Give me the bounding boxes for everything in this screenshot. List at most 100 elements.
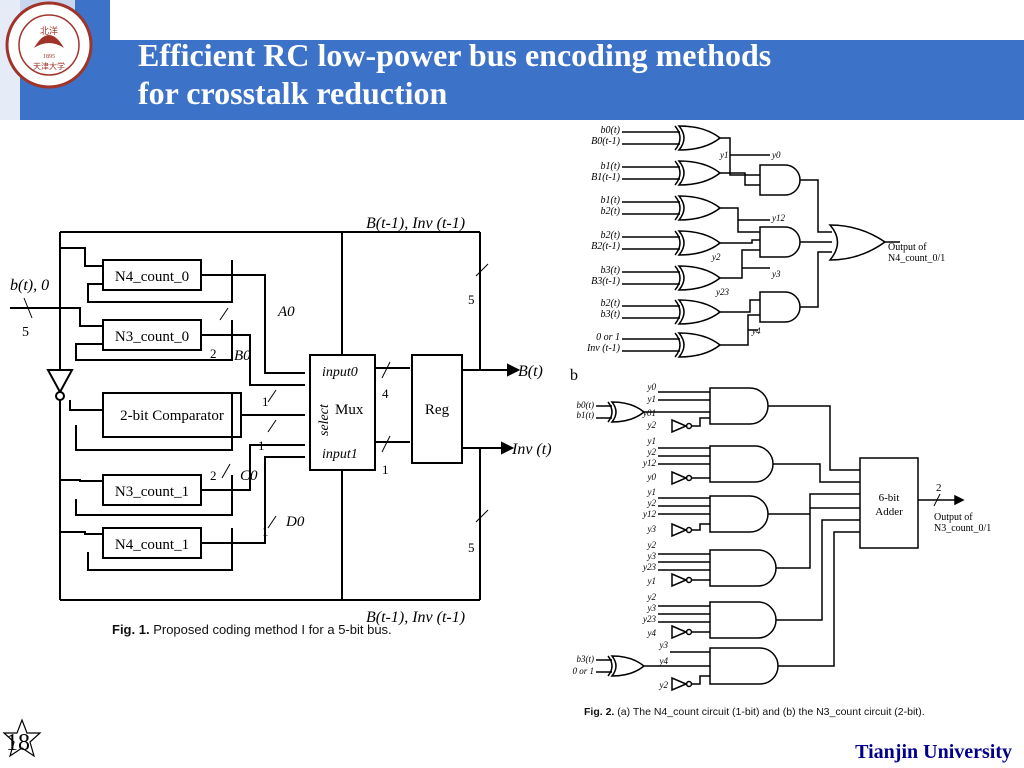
svg-text:b3(t): b3(t) <box>577 654 595 664</box>
svg-text:y23: y23 <box>642 562 656 572</box>
figure-1-block-diagram: b(t), 0 5 N4_count_0 N3_count_0 2-bit Co… <box>10 215 552 626</box>
svg-text:b1(t): b1(t) <box>601 161 621 172</box>
svg-text:b2(t): b2(t) <box>601 206 621 217</box>
slide-title: Efficient RC low-power bus encoding meth… <box>138 36 771 112</box>
svg-text:y0: y0 <box>647 382 657 392</box>
svg-text:B2(t-1): B2(t-1) <box>591 241 621 252</box>
svg-text:B0(t-1): B0(t-1) <box>591 136 621 147</box>
block-comparator-label: 2-bit Comparator <box>120 408 224 424</box>
mux-input0: input0 <box>322 365 358 380</box>
fig2b-output-line-1: Output of <box>934 512 973 523</box>
figure-1-caption: Fig. 1. Proposed coding method I for a 5… <box>112 622 392 637</box>
adder-line-2: Adder <box>875 506 903 518</box>
fig1-input-width: 5 <box>22 325 29 340</box>
fig2a-node-labels: y1 y0 y12 y2 y3 y23 y4 <box>711 150 785 336</box>
svg-text:y2: y2 <box>647 420 657 430</box>
title-line-2: for crosstalk reduction <box>138 75 448 111</box>
logo-year: 1895 <box>43 54 55 60</box>
fig2b-xor-top: b0(t) b1(t) <box>577 400 646 423</box>
svg-text:b0(t): b0(t) <box>601 125 621 136</box>
mux-label: Mux <box>335 402 364 418</box>
svg-text:y3: y3 <box>771 269 781 279</box>
svg-text:0 or 1: 0 or 1 <box>596 332 620 343</box>
fig2b-and-to-adder <box>768 405 860 667</box>
signal-a0: A0 <box>277 304 295 320</box>
page-number-star-icon <box>2 718 42 758</box>
svg-text:y4: y4 <box>751 326 761 336</box>
block-n3-count-0-label: N3_count_0 <box>115 329 189 345</box>
mux-input1: input1 <box>322 447 358 462</box>
logo-center-text: 北洋 <box>40 25 58 36</box>
svg-text:b1(t): b1(t) <box>577 410 595 420</box>
svg-text:y01: y01 <box>642 408 656 418</box>
svg-text:y12: y12 <box>642 458 656 468</box>
svg-text:y2: y2 <box>647 498 657 508</box>
fig2a-and-gates <box>759 164 887 323</box>
logo-bottom-text: 天津大学 <box>33 61 65 71</box>
svg-text:y23: y23 <box>715 287 729 297</box>
svg-text:y12: y12 <box>771 213 785 223</box>
footer-university: Tianjin University <box>855 741 1012 763</box>
svg-text:y23: y23 <box>642 614 656 624</box>
svg-text:y3: y3 <box>647 603 657 613</box>
university-logo: 北洋 1895 天津大学 <box>5 1 93 89</box>
fig2b-inverters <box>671 418 693 692</box>
svg-text:B3(t-1): B3(t-1) <box>591 276 621 287</box>
svg-text:b0(t): b0(t) <box>577 400 595 410</box>
fig2b-and-gates <box>709 387 779 685</box>
svg-text:y3: y3 <box>647 524 657 534</box>
fig2b-out-width: 2 <box>936 482 942 494</box>
register-label: Reg <box>425 402 450 418</box>
header-band <box>0 0 1024 120</box>
svg-text:y2: y2 <box>647 540 657 550</box>
width-label-1b: 1 <box>258 438 265 453</box>
svg-text:y12: y12 <box>642 509 656 519</box>
width-label-1d: 1 <box>382 462 389 477</box>
fig2b-label: b <box>570 367 578 384</box>
register-block <box>411 354 463 464</box>
width-label-4: 4 <box>382 386 389 401</box>
svg-text:y0: y0 <box>647 472 657 482</box>
svg-text:y2: y2 <box>711 252 721 262</box>
fig2a-output-line-2: N4_count_0/1 <box>888 253 945 264</box>
svg-text:b2(t): b2(t) <box>601 298 621 309</box>
fig2a-output-line-1: Output of <box>888 242 927 253</box>
feedback-top-label: B(t-1), Inv (t-1) <box>366 215 465 232</box>
svg-text:y1: y1 <box>647 436 657 446</box>
svg-text:y1: y1 <box>719 150 729 160</box>
width-label-2a: 2 <box>210 346 217 361</box>
adder-block <box>859 457 919 549</box>
svg-text:y0: y0 <box>771 150 781 160</box>
fig2a-wiring <box>720 137 900 346</box>
fig2a-xor-gates <box>622 125 722 358</box>
width-label-1c: 1 <box>262 524 269 539</box>
figure-2a-n4-count: b0(t)B0(t-1) b1(t)B1(t-1) b1(t)b2(t) b2(… <box>586 125 945 358</box>
figure-2-caption: Fig. 2. (a) The N4_count circuit (1-bit)… <box>584 706 925 718</box>
page-number: 18 <box>6 730 30 756</box>
svg-text:y1: y1 <box>647 487 657 497</box>
svg-text:b3(t): b3(t) <box>601 265 621 276</box>
svg-text:y1: y1 <box>647 576 657 586</box>
svg-text:y3: y3 <box>659 640 669 650</box>
svg-text:y2: y2 <box>659 680 669 690</box>
signal-c0: C0 <box>240 468 258 484</box>
svg-text:b2(t): b2(t) <box>601 230 621 241</box>
svg-text:y4: y4 <box>659 656 669 666</box>
signal-b0: B0 <box>234 348 251 364</box>
width-label-2b: 2 <box>210 468 217 483</box>
svg-text:y2: y2 <box>647 447 657 457</box>
svg-text:y4: y4 <box>647 628 657 638</box>
feedback-bottom-label: B(t-1), Inv (t-1) <box>366 609 465 626</box>
svg-text:B1(t-1): B1(t-1) <box>591 172 621 183</box>
svg-text:b1(t): b1(t) <box>601 195 621 206</box>
fig2b-xor-bottom: b3(t) 0 or 1 <box>572 654 646 677</box>
block-n4-count-0-label: N4_count_0 <box>115 269 189 285</box>
svg-text:0 or 1: 0 or 1 <box>572 666 594 676</box>
svg-text:y2: y2 <box>647 592 657 602</box>
output-inv-label: Inv (t) <box>511 441 552 458</box>
svg-text:y3: y3 <box>647 551 657 561</box>
adder-line-1: 6-bit <box>879 492 900 504</box>
svg-text:Inv (t-1): Inv (t-1) <box>586 343 621 354</box>
block-n3-count-1-label: N3_count_1 <box>115 484 189 500</box>
